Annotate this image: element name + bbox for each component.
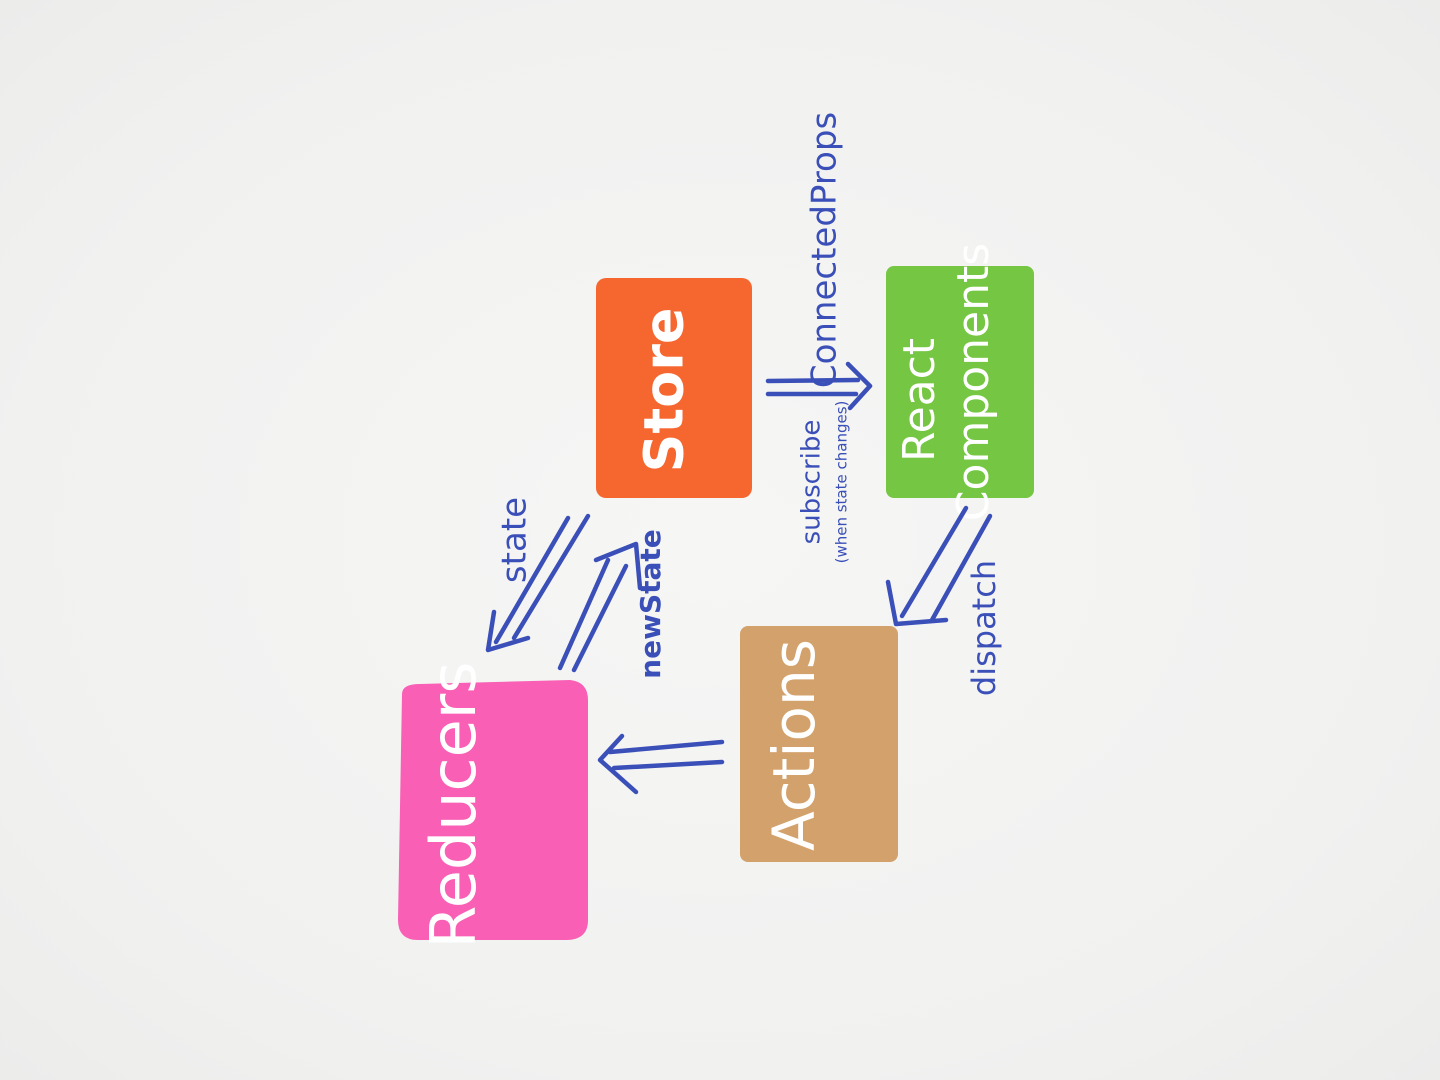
- actions-node: Actions: [740, 626, 898, 862]
- dispatch-arrow: [885, 505, 993, 627]
- react-components-label-line1: React: [894, 338, 945, 462]
- new-state-shaft-right: [571, 563, 629, 673]
- state-head: [485, 609, 531, 653]
- connected-props-arrow: [765, 361, 873, 411]
- actions-to-reducers-arrow: [597, 733, 725, 795]
- react-components-label-line2: Components: [948, 243, 999, 521]
- connected-props-label: ConnectedProps: [805, 112, 845, 388]
- actions-reducers-shaft-top: [607, 739, 725, 755]
- connected-props-head: [845, 361, 873, 411]
- dispatch-label: dispatch: [965, 560, 1003, 696]
- new-state-shaft-left: [557, 557, 611, 671]
- store-node: Store: [596, 278, 752, 498]
- new-state-arrow: [557, 541, 643, 673]
- react-components-box: [886, 266, 1034, 498]
- react-components-node: React Components: [886, 243, 1034, 521]
- new-state-label: newState: [634, 529, 667, 679]
- state-shaft-right: [511, 513, 591, 641]
- store-box: [596, 278, 752, 498]
- dispatch-head: [885, 579, 949, 627]
- dispatch-shaft-left: [899, 505, 969, 619]
- actions-reducers-head: [597, 733, 639, 795]
- state-shaft-left: [493, 515, 571, 645]
- state-arrow: [485, 513, 591, 653]
- actions-reducers-shaft-bottom: [611, 759, 725, 771]
- state-label: state: [495, 497, 535, 583]
- dispatch-shaft-right: [929, 513, 993, 623]
- subscribe-label: subscribe: [797, 420, 827, 545]
- connected-props-shaft-top: [765, 377, 861, 384]
- new-state-head: [593, 541, 643, 591]
- store-label: Store: [633, 307, 696, 472]
- subscribe-note-label: (when state changes): [833, 401, 851, 564]
- reducers-box: [398, 680, 588, 940]
- reducers-node: Reducers: [398, 661, 588, 949]
- reducers-label: Reducers: [417, 661, 490, 948]
- actions-box: [740, 626, 898, 862]
- actions-label: Actions: [760, 639, 828, 851]
